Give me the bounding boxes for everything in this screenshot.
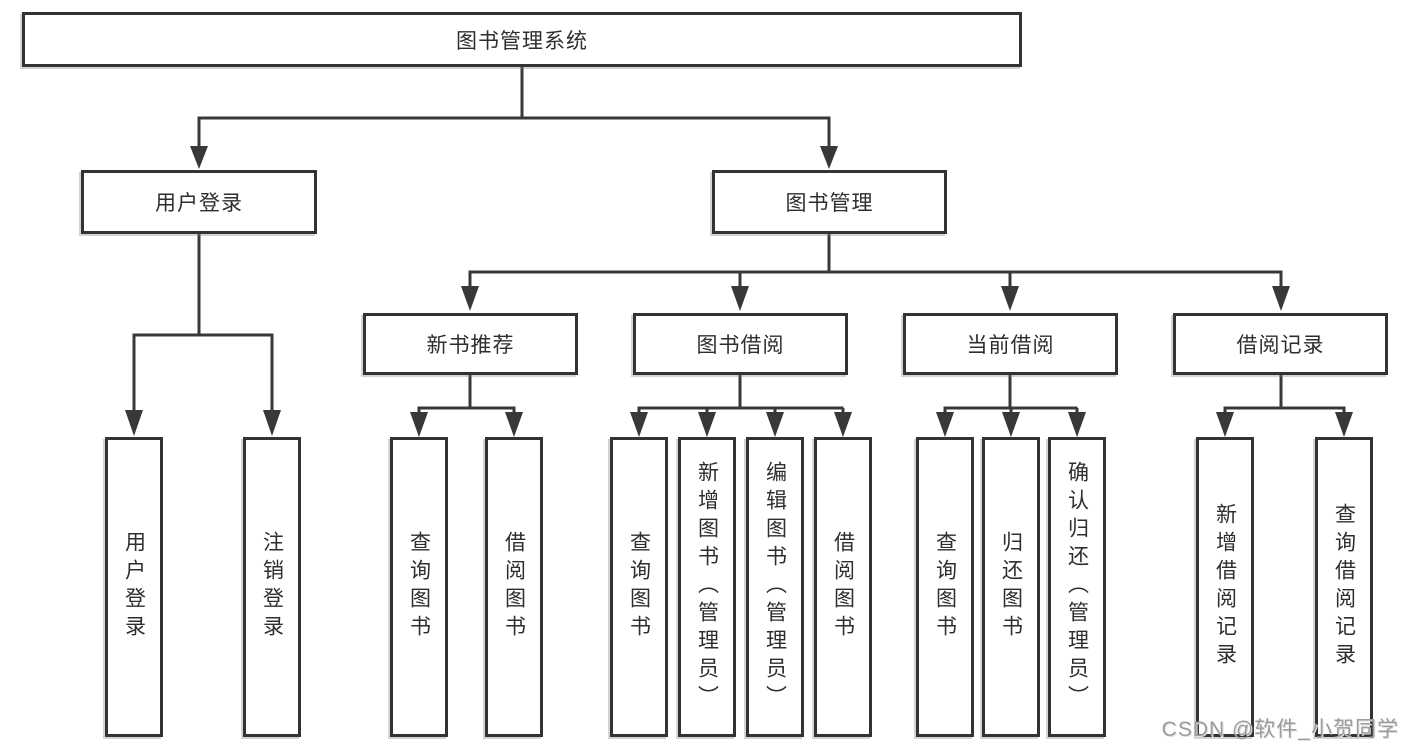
leaf-logout: 注销登录 bbox=[243, 437, 301, 737]
node-new-book-recommend: 新书推荐 bbox=[363, 313, 578, 375]
csdn-watermark: CSDN @软件_小贺同学 bbox=[1161, 718, 1399, 741]
node-book-borrowing: 图书借阅 bbox=[633, 313, 848, 375]
node-current-borrowing: 当前借阅 bbox=[903, 313, 1118, 375]
leaf-add-books-admin: 新增图书（管理员） bbox=[678, 437, 736, 737]
node-book-management-branch: 图书管理 bbox=[712, 170, 947, 234]
leaf-query-books-recommend: 查询图书 bbox=[390, 437, 448, 737]
leaf-edit-books-admin: 编辑图书（管理员） bbox=[746, 437, 804, 737]
leaf-query-books-borrowing: 查询图书 bbox=[610, 437, 668, 737]
node-borrowing-records: 借阅记录 bbox=[1173, 313, 1388, 375]
leaf-query-books-current: 查询图书 bbox=[916, 437, 974, 737]
leaf-user-login: 用户登录 bbox=[105, 437, 163, 737]
leaf-query-borrow-record: 查询借阅记录 bbox=[1315, 437, 1373, 737]
node-system-root: 图书管理系统 bbox=[22, 12, 1022, 67]
leaf-add-borrow-record: 新增借阅记录 bbox=[1196, 437, 1254, 737]
leaf-return-books: 归还图书 bbox=[982, 437, 1040, 737]
leaf-borrow-books-recommend: 借阅图书 bbox=[485, 437, 543, 737]
leaf-confirm-return-admin: 确认归还（管理员） bbox=[1048, 437, 1106, 737]
node-user-login-branch: 用户登录 bbox=[81, 170, 317, 234]
leaf-borrow-books-borrowing: 借阅图书 bbox=[814, 437, 872, 737]
